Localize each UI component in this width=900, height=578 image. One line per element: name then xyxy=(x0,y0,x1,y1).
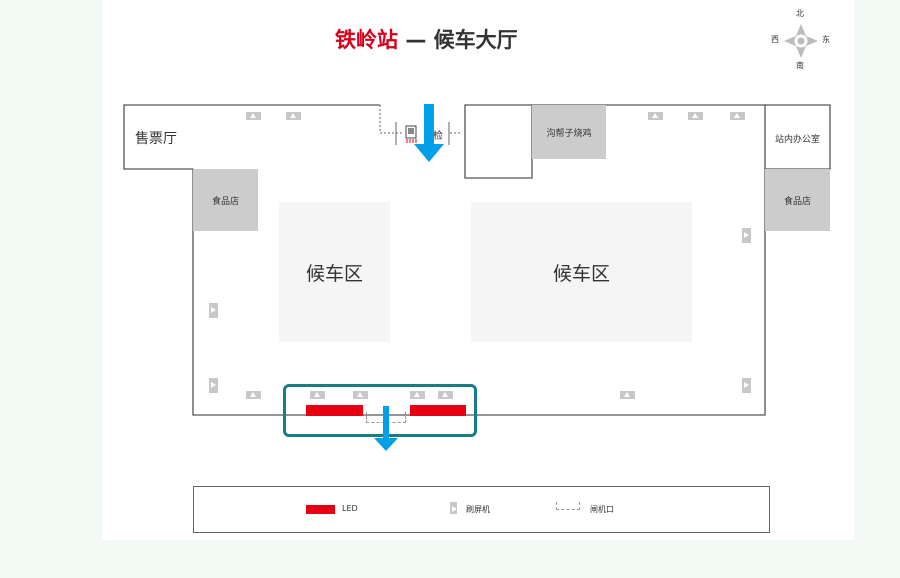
compass-icon xyxy=(784,24,818,58)
led-screen-left xyxy=(306,405,363,416)
waiting-area-left: 候车区 xyxy=(279,202,390,342)
legend-gate-label: 闸机口 xyxy=(590,505,614,514)
legend-led-label: LED xyxy=(342,504,358,513)
screen-icon xyxy=(742,228,751,243)
food-shop-left: 食品店 xyxy=(193,169,258,231)
compass-north: 北 xyxy=(796,9,804,18)
title-dash: — xyxy=(405,28,427,52)
legend-screen-label: 刷屏机 xyxy=(466,505,490,514)
legend-led-swatch xyxy=(306,505,335,514)
screen-icon xyxy=(620,391,635,399)
screen-icon xyxy=(648,112,663,120)
screen-icon xyxy=(688,112,703,120)
screen-icon xyxy=(209,303,218,318)
screen-icon xyxy=(286,112,301,120)
map-legend: LED 刷屏机 闸机口 xyxy=(193,486,770,533)
entry-arrow-icon xyxy=(414,104,444,162)
compass-west: 西 xyxy=(771,35,779,44)
screen-icon xyxy=(246,391,261,399)
screen-icon xyxy=(353,391,368,399)
station-office-label: 站内办公室 xyxy=(775,135,821,145)
bbq-chicken-shop: 沟帮子烧鸡 xyxy=(532,105,606,159)
waiting-area-right: 候车区 xyxy=(471,202,692,342)
compass-south: 南 xyxy=(796,61,804,70)
led-highlight-box xyxy=(283,384,477,437)
hall-name: 候车大厅 xyxy=(433,28,518,52)
food-shop-right: 食品店 xyxy=(765,169,830,231)
ticket-check-icon xyxy=(404,125,418,143)
ticket-hall-label: 售票厅 xyxy=(135,131,177,147)
screen-icon xyxy=(730,112,745,120)
screen-icon xyxy=(310,391,325,399)
exit-arrow-icon xyxy=(374,406,398,451)
screen-icon xyxy=(438,391,453,399)
compass-east: 东 xyxy=(822,35,830,44)
gate-icon xyxy=(556,502,580,510)
led-screen-right xyxy=(410,405,466,416)
screen-icon xyxy=(246,112,261,120)
screen-icon xyxy=(450,502,457,514)
screen-icon xyxy=(209,378,218,393)
station-name: 铁岭站 xyxy=(335,28,398,52)
ticket-check-label: 检 xyxy=(433,131,443,142)
screen-icon xyxy=(410,391,425,399)
map-title: 铁岭站 — 候车大厅 xyxy=(335,24,518,54)
screen-icon xyxy=(742,378,751,393)
